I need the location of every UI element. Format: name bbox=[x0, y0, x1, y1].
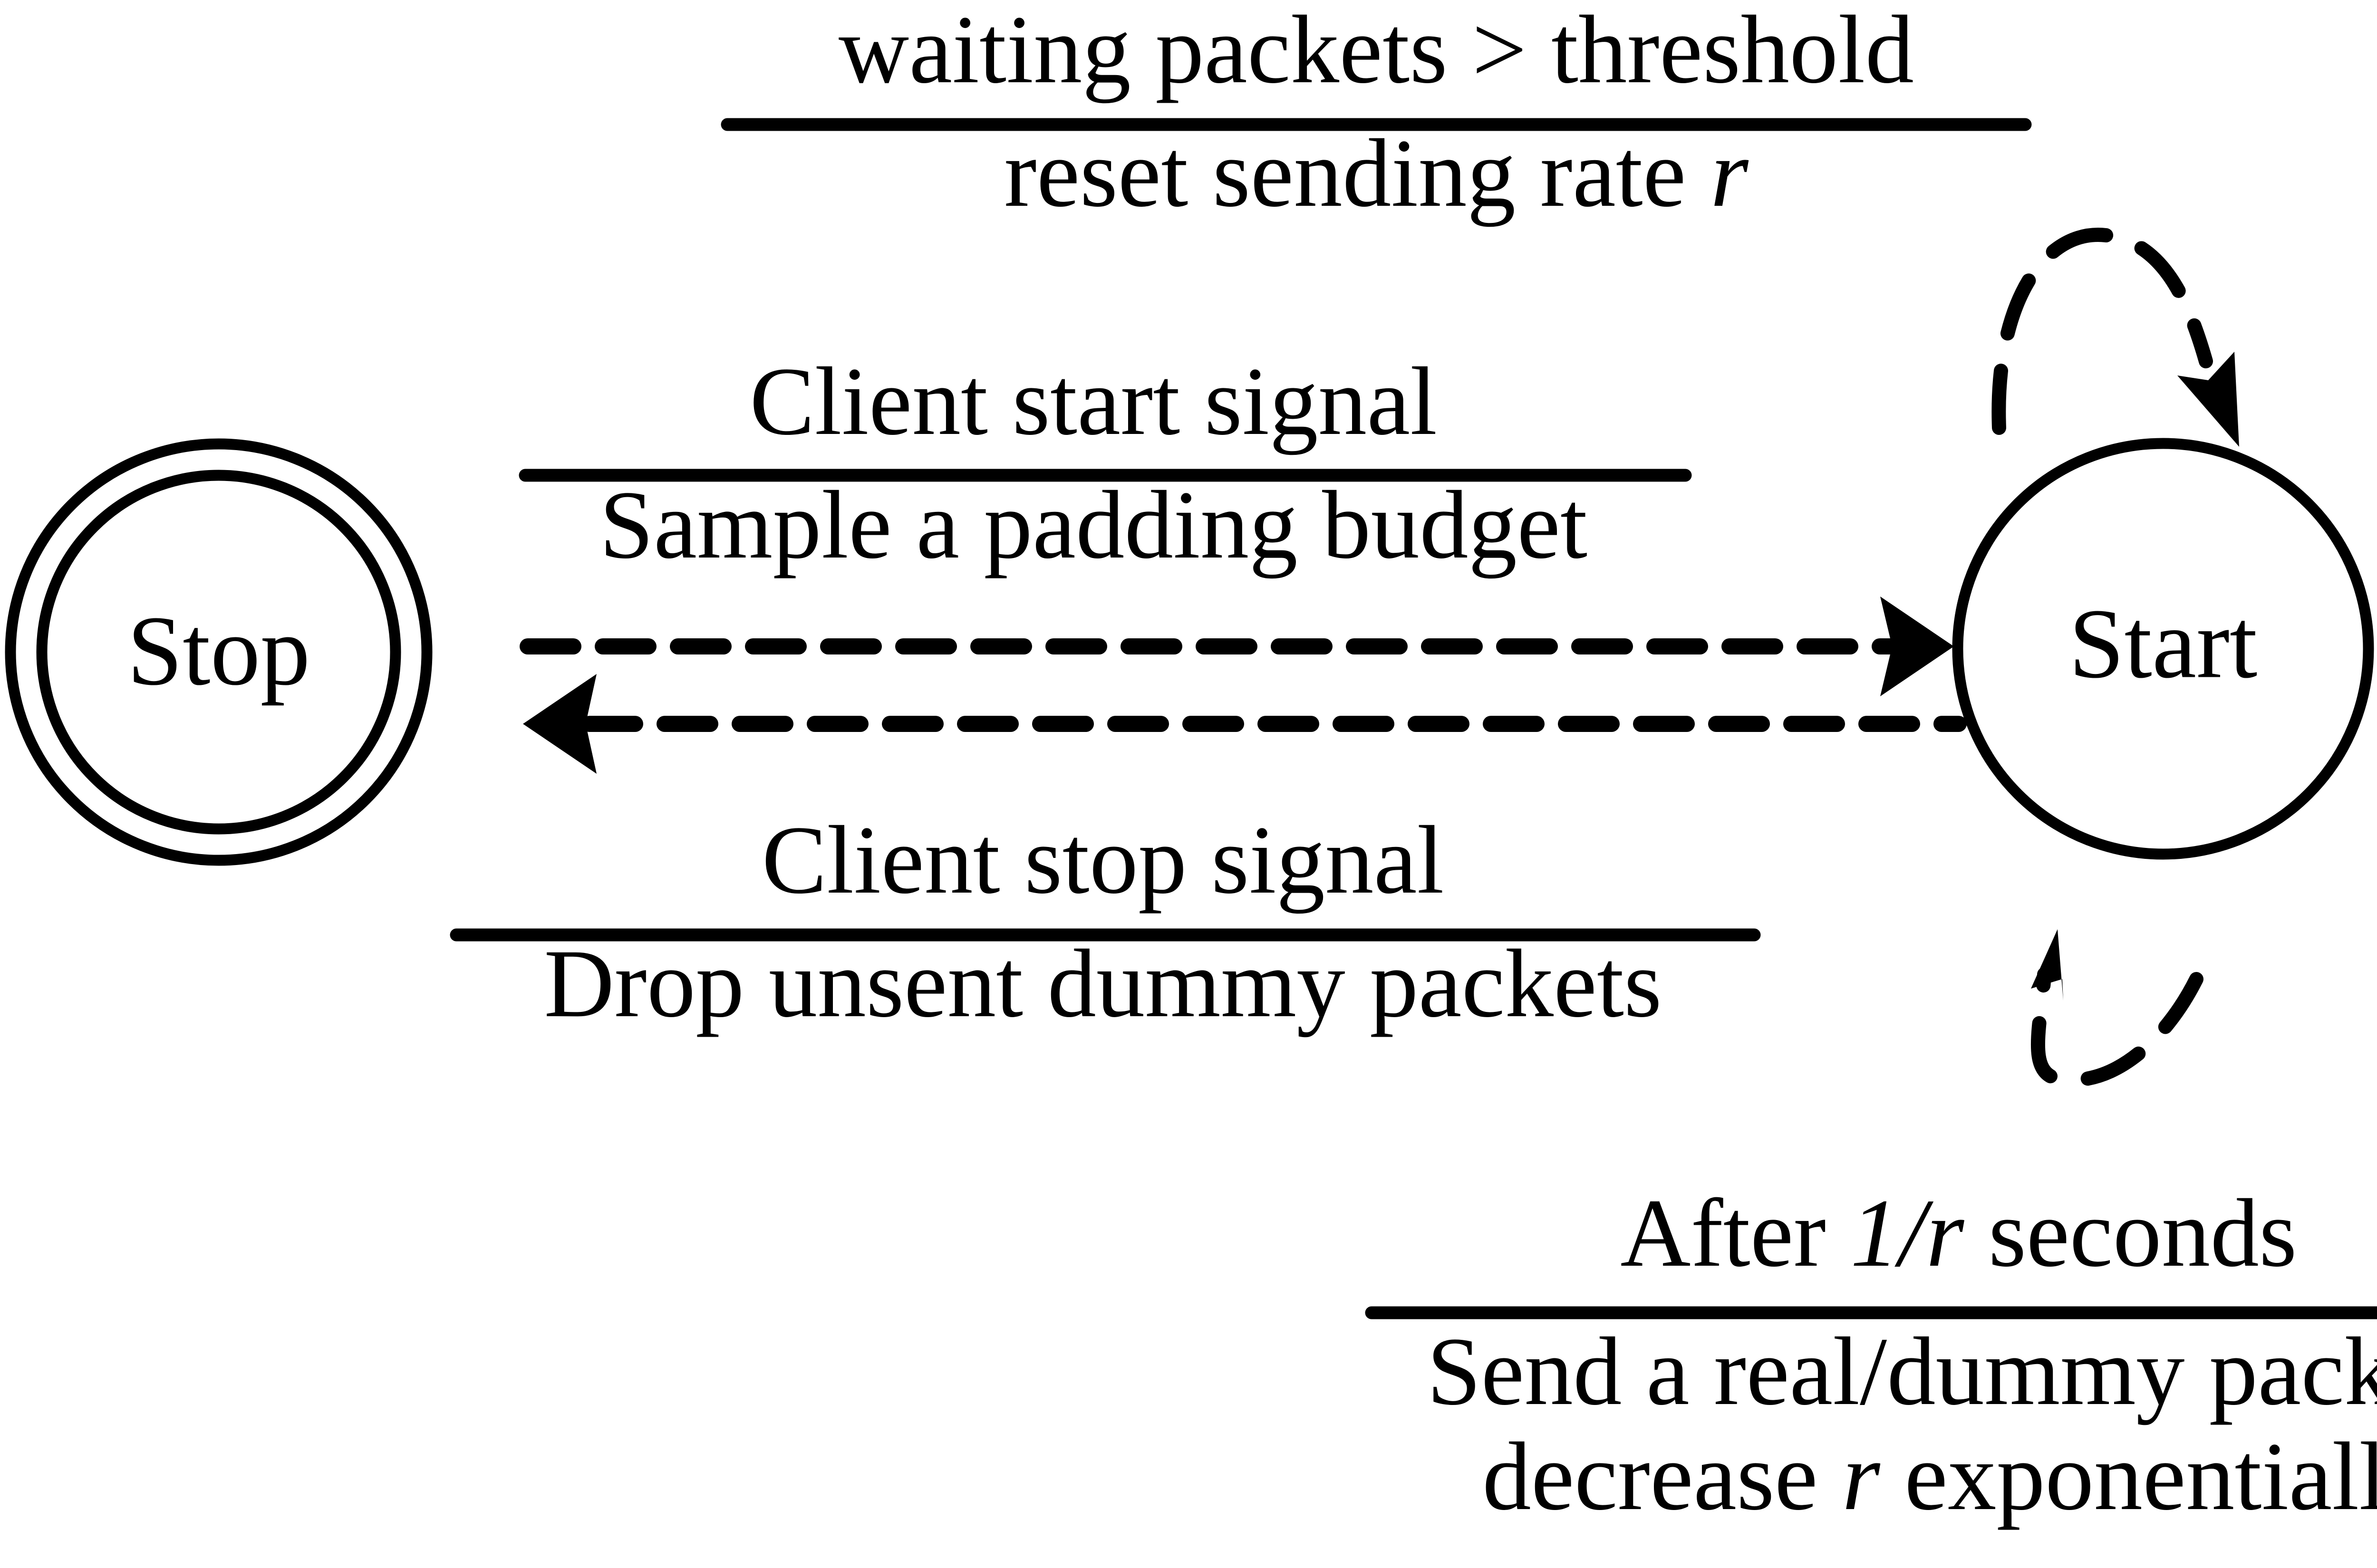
self-loop-top-condition: waiting packets > threshold bbox=[839, 0, 1914, 104]
state-node-start[interactable] bbox=[1952, 438, 2374, 860]
self-loop-bottom-condition-variable: 1/r bbox=[1850, 1179, 1964, 1287]
stop-to-start-condition: Client start signal bbox=[749, 347, 1438, 455]
self-loop-bottom-path bbox=[2030, 967, 2203, 1087]
arrowhead-self-loop-top bbox=[2177, 352, 2239, 447]
self-loop-bottom-action-line2-variable: r bbox=[1842, 1423, 1880, 1531]
start-to-stop-condition: Client stop signal bbox=[762, 806, 1444, 914]
self-loop-top-path bbox=[1991, 228, 2213, 435]
start-to-stop-action: Drop unsent dummy packets bbox=[544, 930, 1662, 1038]
self-loop-bottom-condition: After 1/r seconds bbox=[1620, 1183, 2297, 1283]
self-loop-bottom-condition-prefix: After bbox=[1620, 1179, 1851, 1287]
self-loop-top-action-prefix: reset sending rate bbox=[1004, 119, 1710, 227]
start-circle bbox=[1952, 438, 2374, 860]
transition-arrow-start-to-stop[interactable] bbox=[523, 674, 1967, 774]
state-label-stop: Stop bbox=[127, 596, 310, 706]
self-loop-bottom-condition-suffix: seconds bbox=[1964, 1179, 2297, 1287]
self-loop-bottom-action-line2-suffix: exponentially bbox=[1904, 1423, 2377, 1531]
stop-outer-circle bbox=[5, 438, 433, 866]
arrowhead-self-loop-bottom bbox=[2031, 929, 2063, 1000]
self-loop-top-action: reset sending rate r bbox=[1004, 124, 1748, 223]
transition-arrow-stop-to-start[interactable] bbox=[520, 596, 1954, 696]
stop-inner-circle bbox=[36, 470, 401, 835]
self-loop-bottom-action-line1: Send a real/dummy packet; bbox=[1427, 1318, 2377, 1425]
self-loop-top-action-variable: r bbox=[1710, 119, 1749, 227]
self-loop-bottom-start[interactable] bbox=[2030, 929, 2203, 1087]
state-node-stop[interactable] bbox=[5, 438, 433, 866]
self-loop-bottom-action-line2: decrease r exponentially bbox=[1427, 1424, 2377, 1529]
stop-to-start-action: Sample a padding budget bbox=[599, 471, 1588, 579]
self-loop-bottom-action-line2-prefix: decrease bbox=[1482, 1423, 1842, 1531]
state-label-start: Start bbox=[2068, 588, 2258, 699]
arrowhead-right bbox=[1880, 596, 1954, 696]
self-loop-top-start[interactable] bbox=[1991, 228, 2239, 447]
self-loop-bottom-action: Send a real/dummy packet; decrease r exp… bbox=[1427, 1319, 2377, 1530]
arrowhead-left bbox=[523, 674, 597, 774]
